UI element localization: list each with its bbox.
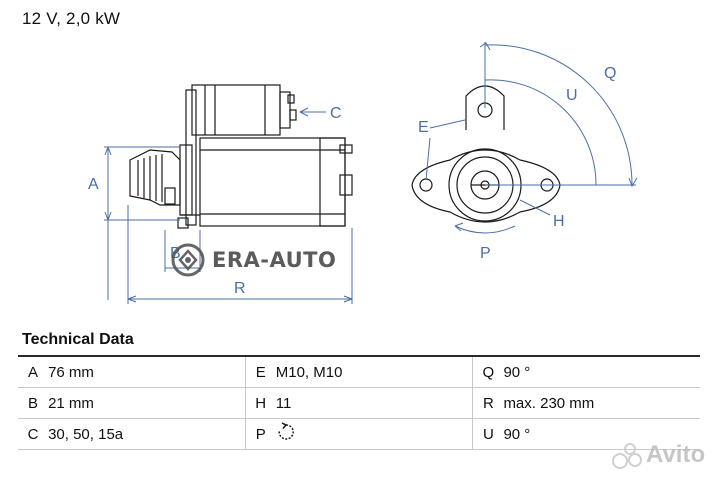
table-row: B 21 mm H 11 R max. 230 mm (18, 387, 700, 419)
side-dimensions (104, 107, 353, 304)
tech-value: 21 mm (48, 387, 246, 419)
starter-drawing: C A R B E H P Q U (88, 42, 638, 304)
tech-key: A (18, 355, 49, 388)
tech-key: P (244, 418, 276, 450)
avito-text: Avito (646, 441, 706, 468)
label-A: A (88, 176, 99, 193)
tech-key: H (244, 387, 276, 419)
tech-value: max. 230 mm (503, 387, 700, 419)
tech-key: B (18, 387, 49, 419)
label-E: E (418, 119, 429, 136)
tech-value: 90 ° (503, 355, 700, 388)
avito-logo-icon (610, 441, 642, 469)
label-Q: Q (604, 65, 616, 82)
tech-key: C (18, 418, 49, 450)
tech-value-icon (275, 418, 473, 450)
tech-key: U (472, 418, 504, 450)
tech-heading: Technical Data (22, 331, 134, 348)
tech-value: M10, M10 (275, 355, 473, 388)
tech-value: 90 ° (503, 418, 700, 450)
front-dimensions (425, 42, 638, 234)
label-H: H (553, 213, 565, 230)
era-auto-logo-icon (171, 243, 205, 277)
watermark: ERA-AUTO (170, 242, 336, 278)
avito-watermark: Avito (610, 441, 705, 469)
label-C: C (330, 105, 342, 122)
label-P: P (480, 245, 491, 262)
table-row: A 76 mm E M10, M10 Q 90 ° (18, 355, 700, 388)
tech-value: 11 (275, 387, 473, 419)
tech-value: 76 mm (48, 355, 246, 388)
rotation-arrow-icon (278, 422, 294, 440)
side-view (129, 84, 353, 229)
watermark-text: ERA-AUTO (212, 248, 337, 272)
table-row: C 30, 50, 15a P U 90 ° (18, 418, 700, 450)
tech-key: Q (472, 355, 504, 388)
tech-table: A 76 mm E M10, M10 Q 90 ° B 21 mm H 11 R… (18, 355, 700, 450)
front-view (411, 85, 561, 223)
label-R: R (234, 280, 246, 297)
tech-key: R (472, 387, 504, 419)
spec-title: 12 V, 2,0 kW (22, 9, 121, 28)
tech-key: E (244, 355, 276, 388)
label-U: U (566, 87, 578, 104)
tech-value: 30, 50, 15a (48, 418, 246, 450)
